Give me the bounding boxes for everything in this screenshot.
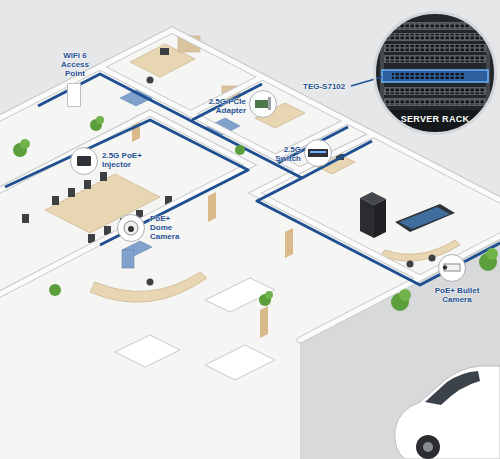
furniture-part [90,272,207,302]
car-part [423,442,433,452]
furniture-part [205,345,275,380]
furniture-part [68,188,75,197]
rack-zoom-part [386,88,484,94]
rack-zoom-part [384,22,486,30]
rack-zoom-part [386,23,484,29]
device-label: PoE+ Bullet Camera [431,286,483,304]
device-label: 2.5G Switch [269,145,301,163]
rack-zoom-part [384,98,486,106]
rack-zoom-part [386,99,484,105]
furniture-part [160,48,169,55]
rack-zoom-part [386,56,484,62]
walls-part [0,30,500,340]
building-floor [0,30,500,459]
car-part [425,371,480,405]
device-label: PoE+ Dome Camera [150,214,184,241]
device-icons-part [71,148,97,174]
rack-zoom-part [373,11,497,135]
callout-circle: 2.5G PoE+ Injector [70,147,98,175]
furniture-part [374,199,386,238]
device-icons-part [250,91,276,117]
rack-zoom [373,11,497,135]
walls [0,30,500,340]
furniture-part [147,279,154,286]
rack-zoom-part [392,73,464,79]
car-part [416,435,440,459]
device-icons-part [443,265,447,269]
rack-zoom-part [384,44,486,52]
furniture-part [208,192,216,222]
furniture-part [260,306,268,338]
plants [13,116,498,311]
furniture-part [115,335,180,367]
furniture-part [84,180,91,189]
network-cable [5,74,500,285]
device-label: SERVER RACK [376,115,494,124]
device-label: 2.5G PCIe Adapter [200,97,246,115]
leader-line [351,77,382,86]
plants-part [96,116,104,124]
plants-part [265,291,273,299]
rack-zoom-part [386,34,484,40]
device-icons-part [118,215,144,241]
network-cable-part [38,74,500,285]
furniture-part [100,172,107,181]
device-icons-part [77,156,91,166]
callout-circle: 2.5G Switch [304,139,332,167]
furniture-part [360,198,374,238]
access-point-device: WiFi 6 Access Point [67,83,81,107]
rack-zoom-part [373,110,497,135]
callout-circle: PoE+ Bullet Camera [438,254,466,282]
device-label: 2.5G PoE+ Injector [102,151,150,169]
plants-part [486,248,498,260]
furniture-part [22,214,29,223]
furniture-part [52,196,59,205]
device-icons-part [255,100,269,108]
rack-zoom-part [384,55,486,63]
model-label: TEG-S7102 [303,82,353,91]
device-icons-part [439,255,465,281]
furniture-part [122,250,134,268]
rack-zoom-part [384,33,486,41]
car [395,366,500,459]
zoom-circle: SERVER RACK [373,11,497,135]
callout-circle: PoE+ Dome Camera [117,214,145,242]
furniture-part [407,261,414,268]
furniture-part [285,228,293,258]
furniture-part [395,204,455,232]
device-icons-part [310,151,326,153]
car-part [395,366,500,459]
device-icons-part [128,226,134,232]
plants-part [399,289,411,301]
plants-part [49,284,61,296]
plants-part [235,145,245,155]
walls-part [0,30,500,340]
furniture-part [399,207,450,229]
rack-zoom-part [384,87,486,95]
device-icons-part [124,221,138,235]
device-icons-part [305,140,331,166]
network-cable-part [302,141,372,178]
network-cable-part [5,120,248,245]
furniture-part [205,278,275,312]
device-icons-part [268,97,271,110]
callout-circle: 2.5G PCIe Adapter [249,90,277,118]
rack-zoom-part [386,45,484,51]
device-label: WiFi 6 Access Point [56,51,94,78]
rack-zoom-part [382,70,488,82]
device-icons-part [308,149,328,157]
furniture-part [429,255,436,262]
plants-part [20,139,30,149]
furniture-part [147,77,154,84]
